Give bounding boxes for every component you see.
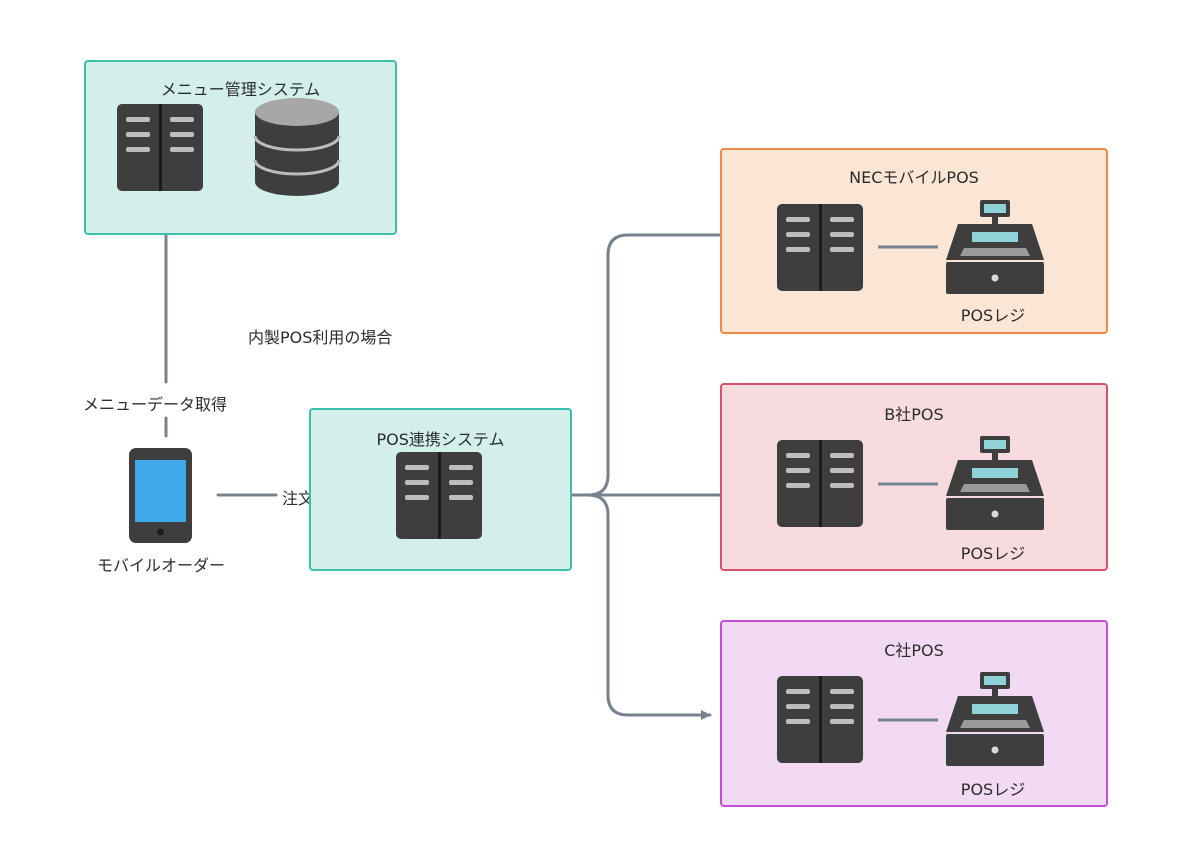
in-house-pos-note: 内製POS利用の場合 — [248, 328, 393, 347]
menu-server-icon — [117, 104, 203, 191]
c-server-icon — [777, 676, 863, 763]
order-label: 注文 — [282, 489, 315, 508]
nec-cash-register-icon — [946, 200, 1044, 294]
database-icon — [253, 98, 341, 196]
menu-fetch-label: メニューデータ取得 — [83, 395, 228, 414]
pos-link-server-icon — [396, 452, 482, 539]
smartphone-icon — [129, 448, 192, 543]
b-cash-register-icon — [946, 436, 1044, 530]
c-register-label: POSレジ — [960, 780, 1026, 799]
c-cash-register-icon — [946, 672, 1044, 766]
mobile-order-label: モバイルオーダー — [96, 556, 225, 575]
b-link-line — [878, 482, 938, 486]
c-pos-title: C社POS — [884, 641, 944, 660]
b-pos-title: B社POS — [884, 405, 944, 424]
menu-system-title: メニュー管理システム — [160, 80, 321, 99]
arrow-to-c — [586, 493, 712, 720]
c-link-line — [878, 718, 938, 722]
nec-server-icon — [777, 204, 863, 291]
nec-pos-title: NECモバイルPOS — [849, 168, 979, 187]
nec-link-line — [878, 245, 938, 249]
pos-link-system-title: POS連携システム — [376, 430, 505, 449]
c-pos-box: C社POS POSレジ — [720, 620, 1108, 807]
b-register-label: POSレジ — [960, 544, 1026, 563]
b-server-icon — [777, 440, 863, 527]
nec-register-label: POSレジ — [960, 306, 1026, 325]
